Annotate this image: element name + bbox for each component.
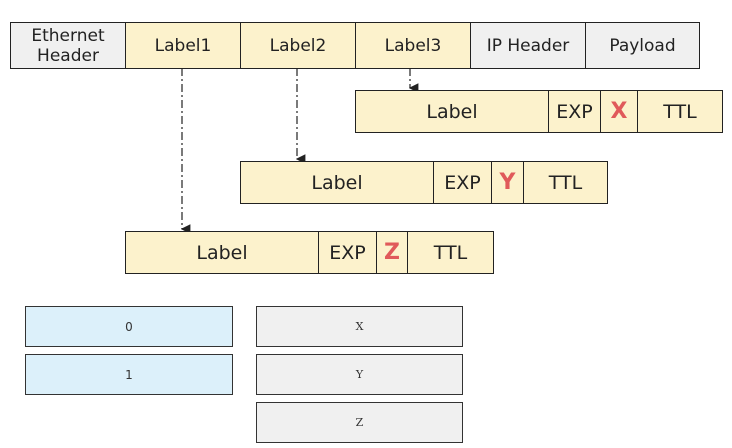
value-option-0[interactable]: 0 bbox=[25, 306, 233, 347]
exp-field: EXP bbox=[433, 161, 492, 204]
label-field: Label bbox=[125, 231, 319, 274]
ttl-field: TTL bbox=[637, 90, 723, 133]
payload-cell: Payload bbox=[585, 22, 700, 69]
label-field: Label bbox=[355, 90, 549, 133]
label3-cell: Label3 bbox=[355, 22, 471, 69]
ttl-field: TTL bbox=[523, 161, 608, 204]
target-slot-x[interactable]: X bbox=[256, 306, 463, 347]
label2-cell: Label2 bbox=[240, 22, 356, 69]
bos-field-x[interactable]: X bbox=[600, 90, 638, 133]
target-slot-z[interactable]: Z bbox=[256, 402, 463, 443]
value-option-1[interactable]: 1 bbox=[25, 354, 233, 395]
bos-field-z[interactable]: Z bbox=[376, 231, 408, 274]
bos-field-y[interactable]: Y bbox=[491, 161, 524, 204]
ethernet-header-cell: Ethernet Header bbox=[10, 22, 126, 69]
label-field: Label bbox=[240, 161, 434, 204]
ttl-field: TTL bbox=[407, 231, 494, 274]
label1-cell: Label1 bbox=[125, 22, 241, 69]
exp-field: EXP bbox=[318, 231, 377, 274]
ip-header-cell: IP Header bbox=[470, 22, 586, 69]
target-slot-y[interactable]: Y bbox=[256, 354, 463, 395]
exp-field: EXP bbox=[548, 90, 601, 133]
